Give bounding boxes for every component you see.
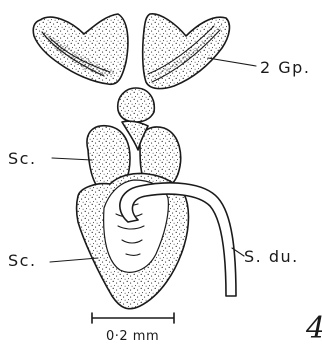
scale-bar-line xyxy=(92,313,174,323)
label-sclerite-upper: Sc. xyxy=(8,149,37,168)
panel-mark: 4 xyxy=(305,311,322,346)
left-gonopod xyxy=(33,14,128,84)
upper-sclerite-leader xyxy=(52,158,92,160)
label-sclerite-lower: Sc. xyxy=(8,251,37,270)
scale-bar-label: 0·2 mm xyxy=(106,329,159,344)
label-sperm-duct: S. du. xyxy=(244,247,299,266)
label-gonopods: 2 Gp. xyxy=(260,58,310,77)
lower-sclerite-leader xyxy=(50,258,98,262)
scale-bar: 0·2 mm xyxy=(92,313,174,344)
gonopod-leader xyxy=(208,58,256,66)
right-gonopod xyxy=(143,14,230,89)
